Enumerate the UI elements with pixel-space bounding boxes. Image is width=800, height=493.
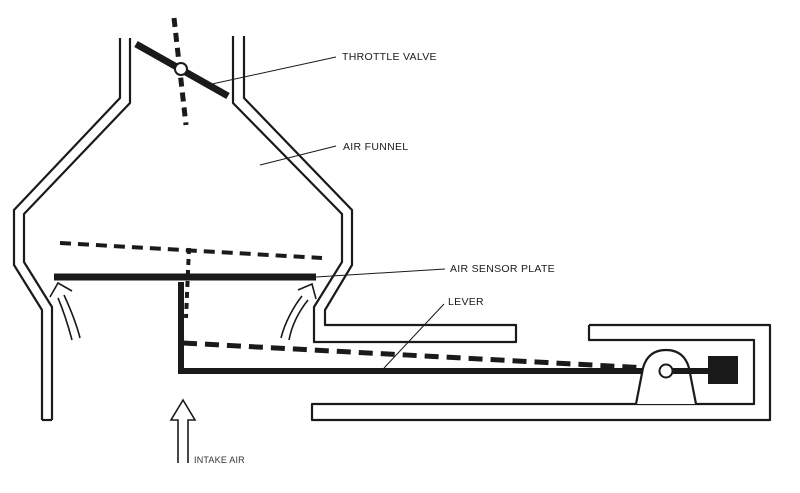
leader-lines xyxy=(211,56,446,369)
airflow-arrows xyxy=(49,281,317,341)
airflow-arrow-left-head xyxy=(49,281,73,298)
intake-air-arrow-shape xyxy=(169,398,197,463)
sensor-plate-raised-position xyxy=(59,241,323,260)
leader-air-sensor-plate xyxy=(315,268,446,278)
air-sensor-plate xyxy=(54,241,323,319)
label-intake-air: INTAKE AIR xyxy=(194,455,245,465)
label-lever: LEVER xyxy=(448,296,484,308)
housing-left-inner xyxy=(22,38,132,420)
label-air-funnel: AIR FUNNEL xyxy=(343,141,408,153)
leader-air-funnel xyxy=(259,145,337,166)
label-air-sensor-plate: AIR SENSOR PLATE xyxy=(450,263,555,275)
leader-lever xyxy=(383,303,445,369)
airflow-arrow-right-head xyxy=(297,282,317,300)
housing-left-outer xyxy=(12,38,122,420)
leader-throttle-valve xyxy=(211,56,337,85)
lever-pivot-pin xyxy=(658,363,674,379)
throttle-valve-pivot xyxy=(174,62,188,76)
lever-assembly xyxy=(178,282,738,405)
lever-raised-position xyxy=(182,340,649,371)
sensor-plate-stem-raised xyxy=(184,247,191,319)
housing xyxy=(12,36,772,422)
channel-right-frame xyxy=(310,323,772,422)
label-throttle-valve: THROTTLE VALVE xyxy=(342,51,437,63)
airflow-arrow-right xyxy=(280,295,309,341)
throttle-valve xyxy=(134,17,230,126)
counterweight xyxy=(708,356,738,384)
intake-air-arrow xyxy=(169,398,197,463)
housing-right-inner xyxy=(231,36,518,344)
lever xyxy=(178,282,652,374)
airflow-arrow-left xyxy=(57,294,81,341)
